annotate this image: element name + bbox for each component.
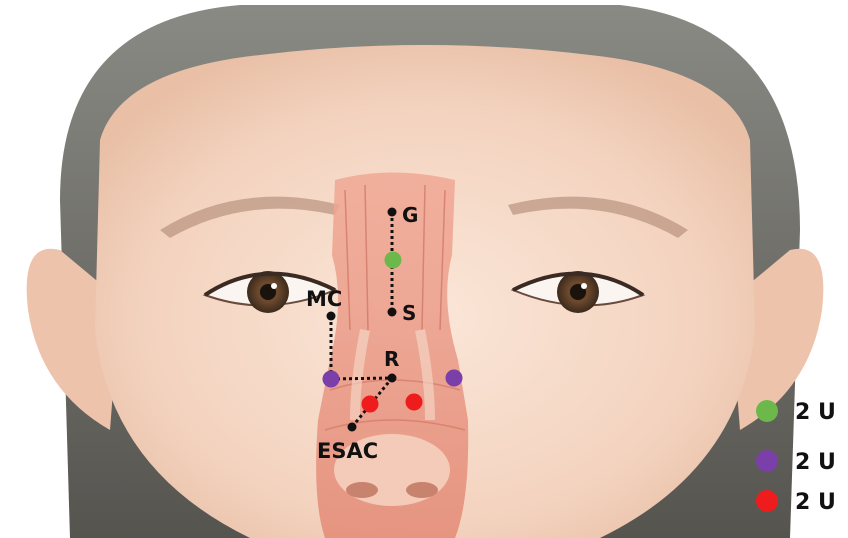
legend-text-purple: 2 U	[795, 450, 836, 475]
legend: 2 U 2 U 2 U	[756, 400, 836, 515]
point-r	[388, 374, 397, 383]
label-mc: MC	[306, 287, 342, 311]
injection-point-purple-right	[446, 370, 463, 387]
point-g	[388, 208, 397, 217]
label-s: S	[402, 301, 416, 325]
legend-swatch-red	[756, 490, 778, 512]
legend-text-red: 2 U	[795, 490, 836, 515]
label-r: R	[384, 347, 399, 371]
legend-swatch-purple	[756, 450, 778, 472]
injection-point-red-right	[406, 394, 423, 411]
point-esac	[348, 423, 357, 432]
label-esac: ESAC	[317, 439, 378, 463]
legend-text-green: 2 U	[795, 400, 836, 425]
injection-point-purple-left	[323, 371, 340, 388]
point-mc	[327, 312, 336, 321]
legend-swatch-green	[756, 400, 778, 422]
point-s	[388, 308, 397, 317]
injection-point-green	[385, 252, 402, 269]
injection-point-red-left	[362, 396, 379, 413]
label-g: G	[402, 203, 418, 227]
